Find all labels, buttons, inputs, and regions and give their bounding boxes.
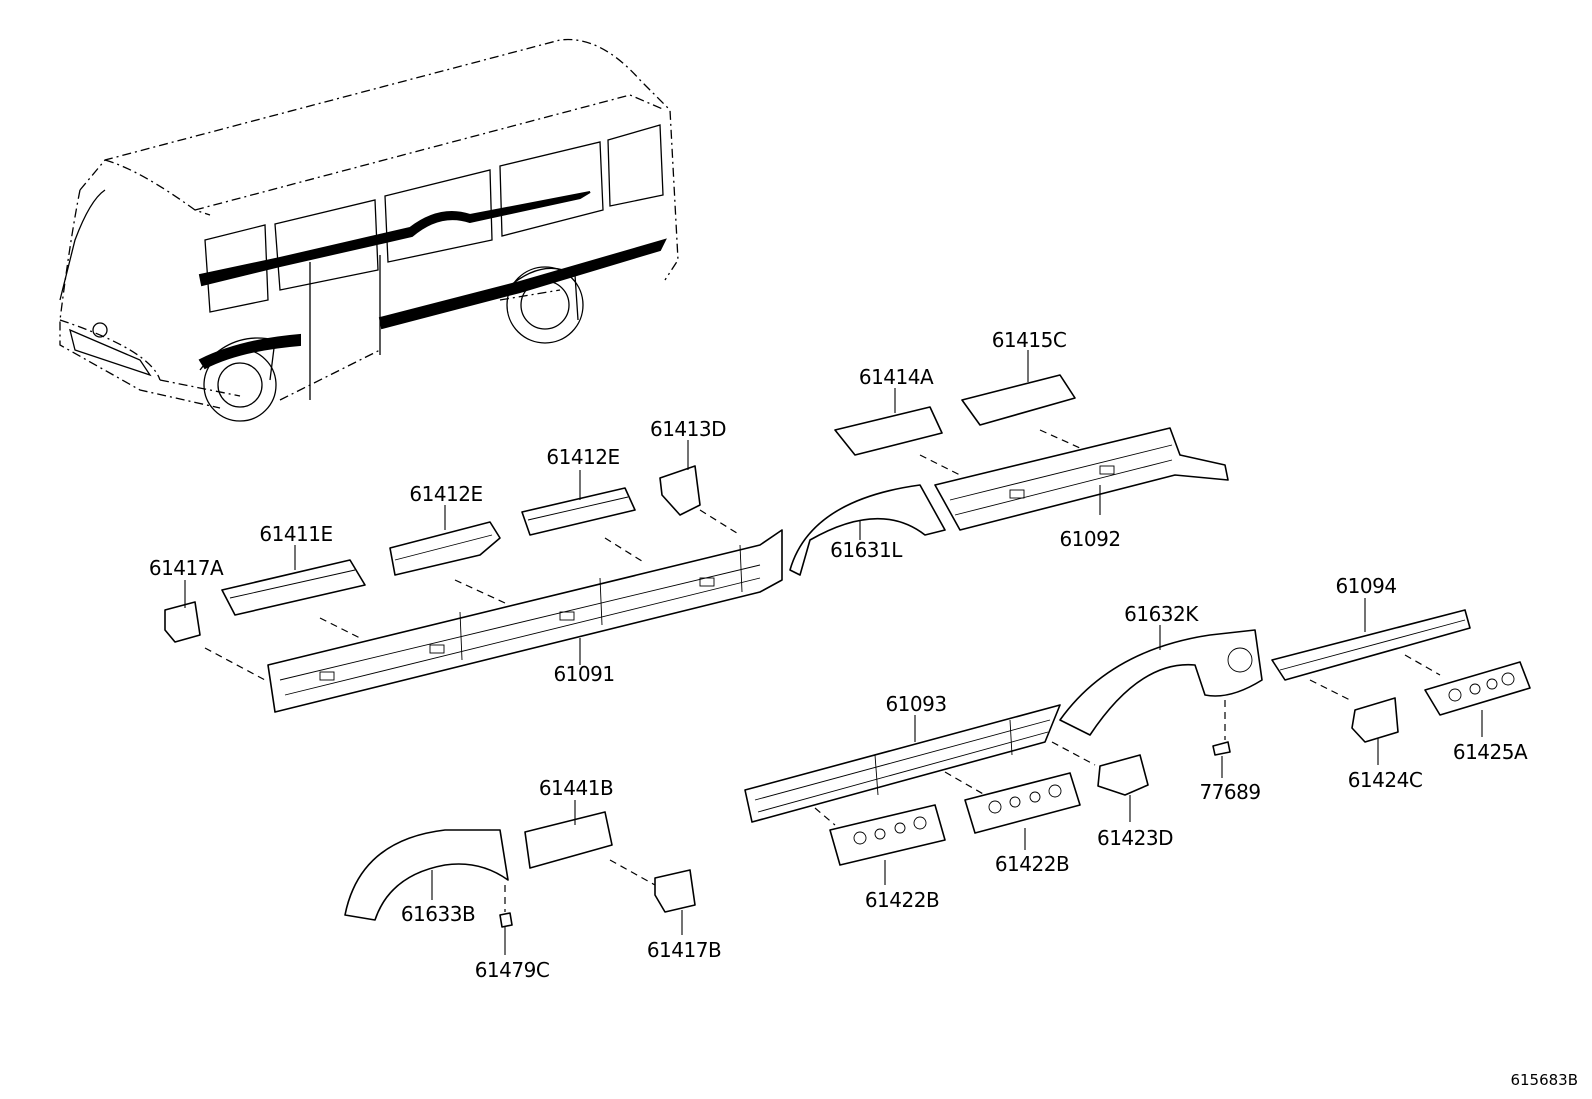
part-61415C[interactable] xyxy=(961,374,1076,426)
label-61422B-a[interactable]: 61422B xyxy=(864,888,940,912)
label-61441B[interactable]: 61441B xyxy=(538,776,614,800)
label-61633B[interactable]: 61633B xyxy=(400,902,476,926)
label-61424C[interactable]: 61424C xyxy=(1347,768,1423,792)
label-61092[interactable]: 61092 xyxy=(1059,527,1121,551)
part-61092[interactable] xyxy=(934,427,1229,531)
part-61417A[interactable] xyxy=(164,601,201,643)
part-61413D[interactable] xyxy=(659,465,701,516)
part-61423D[interactable] xyxy=(1097,754,1149,796)
label-61423D[interactable]: 61423D xyxy=(1096,826,1174,850)
part-61094[interactable] xyxy=(1271,609,1471,681)
part-61441B[interactable] xyxy=(524,811,613,869)
part-61422B-a[interactable] xyxy=(829,804,946,866)
part-77689[interactable] xyxy=(1212,741,1231,756)
part-61414A[interactable] xyxy=(834,406,943,456)
part-61425A[interactable] xyxy=(1424,661,1531,716)
label-61422B-b[interactable]: 61422B xyxy=(994,852,1070,876)
label-61631L[interactable]: 61631L xyxy=(830,538,902,562)
part-61091[interactable] xyxy=(267,529,783,713)
leader-lines xyxy=(184,350,1483,955)
part-61093[interactable] xyxy=(744,704,1061,823)
label-61417B[interactable]: 61417B xyxy=(646,938,722,962)
label-61093[interactable]: 61093 xyxy=(885,692,947,716)
label-61415C[interactable]: 61415C xyxy=(991,328,1067,352)
part-61411E[interactable] xyxy=(221,559,366,616)
label-61412E-b[interactable]: 61412E xyxy=(546,445,620,469)
label-61417A[interactable]: 61417A xyxy=(148,556,224,580)
label-61414A[interactable]: 61414A xyxy=(858,365,934,389)
part-61632K[interactable] xyxy=(1059,629,1263,736)
part-61417B[interactable] xyxy=(654,869,696,913)
label-61413D[interactable]: 61413D xyxy=(649,417,727,441)
part-61424C[interactable] xyxy=(1351,697,1399,743)
assembly-lines xyxy=(204,429,1441,912)
part-61479C[interactable] xyxy=(499,912,513,928)
part-61412E-a[interactable] xyxy=(389,521,501,576)
label-61412E-a[interactable]: 61412E xyxy=(409,482,483,506)
bus-overview xyxy=(59,38,679,422)
label-61091[interactable]: 61091 xyxy=(553,662,615,686)
figure-number: 615683B xyxy=(1510,1071,1578,1089)
part-61633B[interactable] xyxy=(344,829,509,921)
label-77689[interactable]: 77689 xyxy=(1199,780,1261,804)
label-61632K[interactable]: 61632K xyxy=(1124,602,1198,626)
part-61631L[interactable] xyxy=(789,484,946,576)
label-61479C[interactable]: 61479C xyxy=(474,958,550,982)
part-61422B-b[interactable] xyxy=(964,772,1081,834)
label-61094[interactable]: 61094 xyxy=(1335,574,1397,598)
label-61411E[interactable]: 61411E xyxy=(259,522,333,546)
part-61412E-b[interactable] xyxy=(521,487,636,536)
label-61425A[interactable]: 61425A xyxy=(1452,740,1528,764)
